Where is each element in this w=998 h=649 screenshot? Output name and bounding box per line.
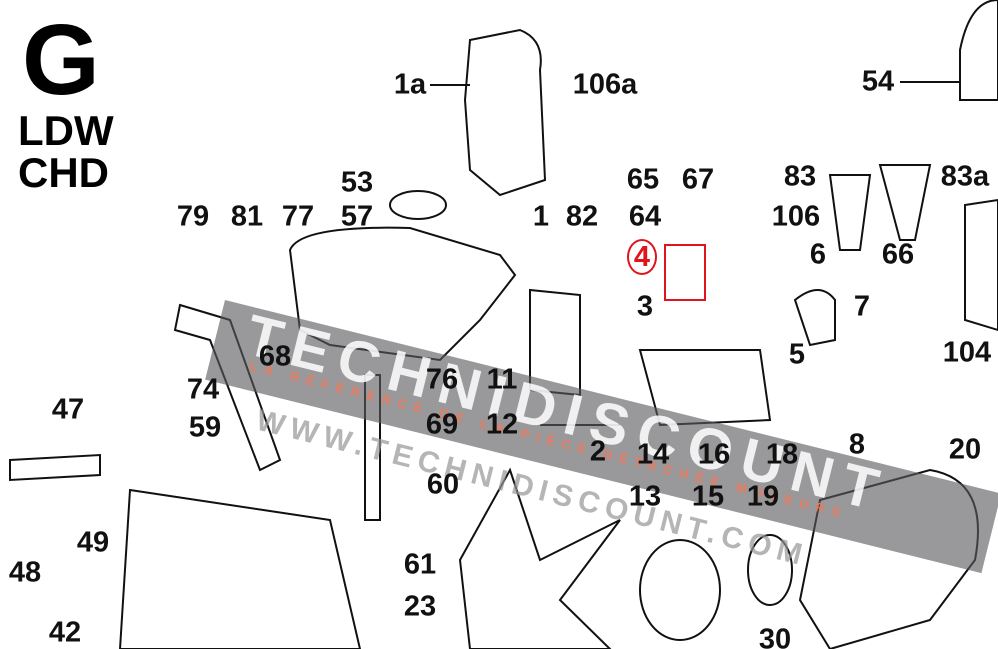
part-label: 19 <box>746 480 780 513</box>
highlighted-part-label[interactable]: 4 <box>627 239 657 275</box>
part-13-pulley <box>639 539 721 641</box>
engine-code-2: CHD <box>18 149 109 196</box>
part-label: 16 <box>697 438 731 471</box>
part-label: 13 <box>628 480 662 513</box>
part-label: 12 <box>485 408 519 441</box>
part-label: 15 <box>691 480 725 513</box>
part-54-cap <box>959 0 998 101</box>
part-label: 106a <box>572 68 638 101</box>
part-label: 18 <box>765 438 799 471</box>
part-label: 74 <box>186 373 220 406</box>
part-label: 67 <box>681 163 715 196</box>
part-label: 59 <box>188 411 222 444</box>
part-label: 60 <box>426 468 460 501</box>
part-label: 7 <box>853 290 871 323</box>
part-label: 54 <box>861 65 895 98</box>
part-label: 48 <box>8 556 42 589</box>
part-label: 42 <box>48 616 82 649</box>
part-label: 5 <box>788 338 806 371</box>
part-label: 106 <box>771 200 821 233</box>
group-letter: G <box>22 4 100 116</box>
part-label: 81 <box>230 200 264 233</box>
part-fan <box>458 467 621 649</box>
part-label: 57 <box>340 200 374 233</box>
part-label: 30 <box>758 623 792 649</box>
part-label: 6 <box>809 238 827 271</box>
part-label: 77 <box>281 200 315 233</box>
part-label: 83a <box>940 160 990 193</box>
part-label: 20 <box>948 433 982 466</box>
part-53-cap <box>389 190 447 220</box>
part-label: 82 <box>565 200 599 233</box>
part-label: 64 <box>628 200 662 233</box>
part-label: 47 <box>51 393 85 426</box>
part-42-radiator <box>118 488 362 649</box>
part-label: 68 <box>258 340 292 373</box>
part-83-sender <box>828 174 872 251</box>
part-label: 14 <box>636 438 670 471</box>
part-6-hose <box>793 289 836 347</box>
part-1a-housing <box>463 28 547 197</box>
part-label: 61 <box>403 548 437 581</box>
part-label: 1a <box>393 68 427 101</box>
part-label: 49 <box>76 526 110 559</box>
part-label: 79 <box>176 200 210 233</box>
part-label: 66 <box>881 238 915 271</box>
part-label: 3 <box>636 290 654 323</box>
part-label: 65 <box>626 163 660 196</box>
part-label: 23 <box>403 590 437 623</box>
part-16-thermostat-housing <box>638 349 772 427</box>
engine-code-1: LDW <box>18 107 114 154</box>
part-15-hub <box>747 534 793 606</box>
part-47-bracket <box>9 453 101 482</box>
part-57-tank <box>288 226 517 362</box>
part-83a-sender <box>878 164 932 241</box>
part-label: 53 <box>340 166 374 199</box>
part-label: 1 <box>532 200 550 233</box>
part-label: 11 <box>486 363 518 396</box>
part-label: 8 <box>848 428 866 461</box>
part-label: 83 <box>783 160 817 193</box>
part-4-sensor <box>664 244 706 301</box>
part-label: 2 <box>589 435 607 468</box>
part-104-bracket <box>964 198 998 332</box>
part-label: 76 <box>425 363 459 396</box>
part-label: 69 <box>425 408 459 441</box>
part-label: 104 <box>942 336 992 369</box>
